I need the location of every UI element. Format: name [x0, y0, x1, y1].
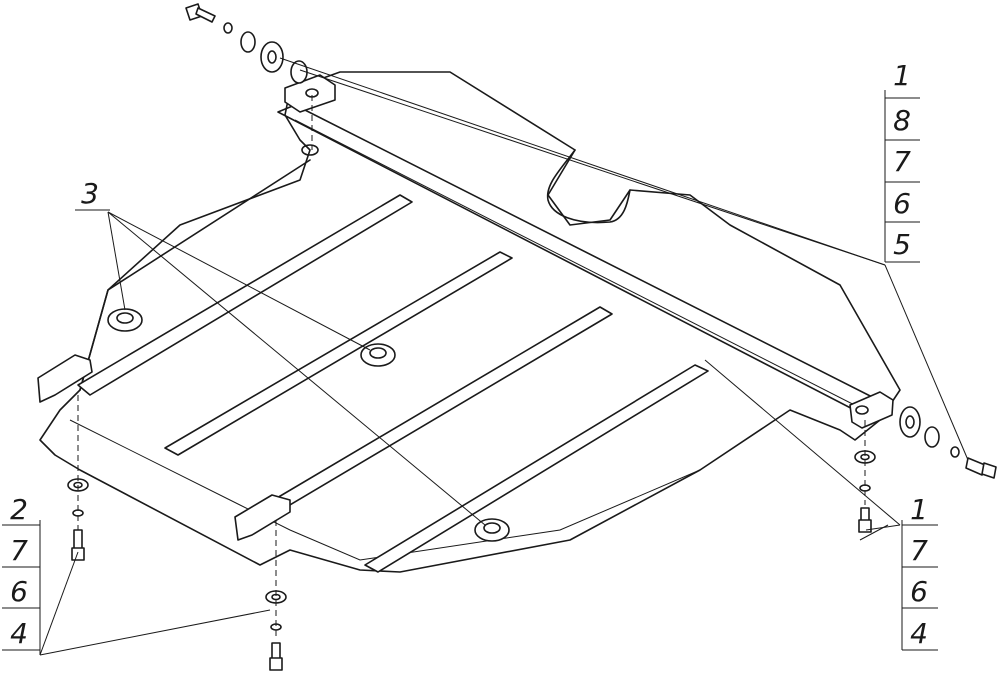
leader-lines [39, 57, 969, 656]
top-bracket [284, 74, 336, 113]
callout-bottom-right-4: 4 [910, 617, 928, 650]
front-bracket [234, 494, 291, 541]
callout-bottom-right-2: 7 [910, 534, 928, 567]
callout-top-right-4: 6 [893, 187, 911, 220]
stiffening-ribs [77, 194, 709, 573]
top-left-fasteners [185, 3, 308, 84]
callout-bottom-right-3: 6 [910, 575, 928, 608]
callout-bottom-left-4: 4 [10, 617, 28, 650]
left-bracket [37, 354, 93, 403]
callout-bottom-right-1: 1 [910, 493, 928, 526]
callout-top-right-1: 1 [893, 59, 911, 92]
callout-top-right-5: 5 [893, 228, 911, 261]
callout-top-right-3: 7 [893, 145, 911, 178]
bottom-center-fasteners [265, 590, 287, 671]
callout-bottom-left-2: 7 [10, 534, 28, 567]
callout-top-right-2: 8 [893, 104, 911, 137]
callout-bottom-left-1: 2 [10, 493, 28, 526]
assembly-axes [77, 95, 866, 640]
right-bracket [849, 391, 894, 429]
callout-plate-holes: 3 [81, 177, 99, 210]
callout-bottom-left-3: 6 [10, 575, 28, 608]
callout-frames [2, 90, 938, 655]
right-fasteners [899, 406, 997, 479]
guard-plate [39, 71, 901, 573]
